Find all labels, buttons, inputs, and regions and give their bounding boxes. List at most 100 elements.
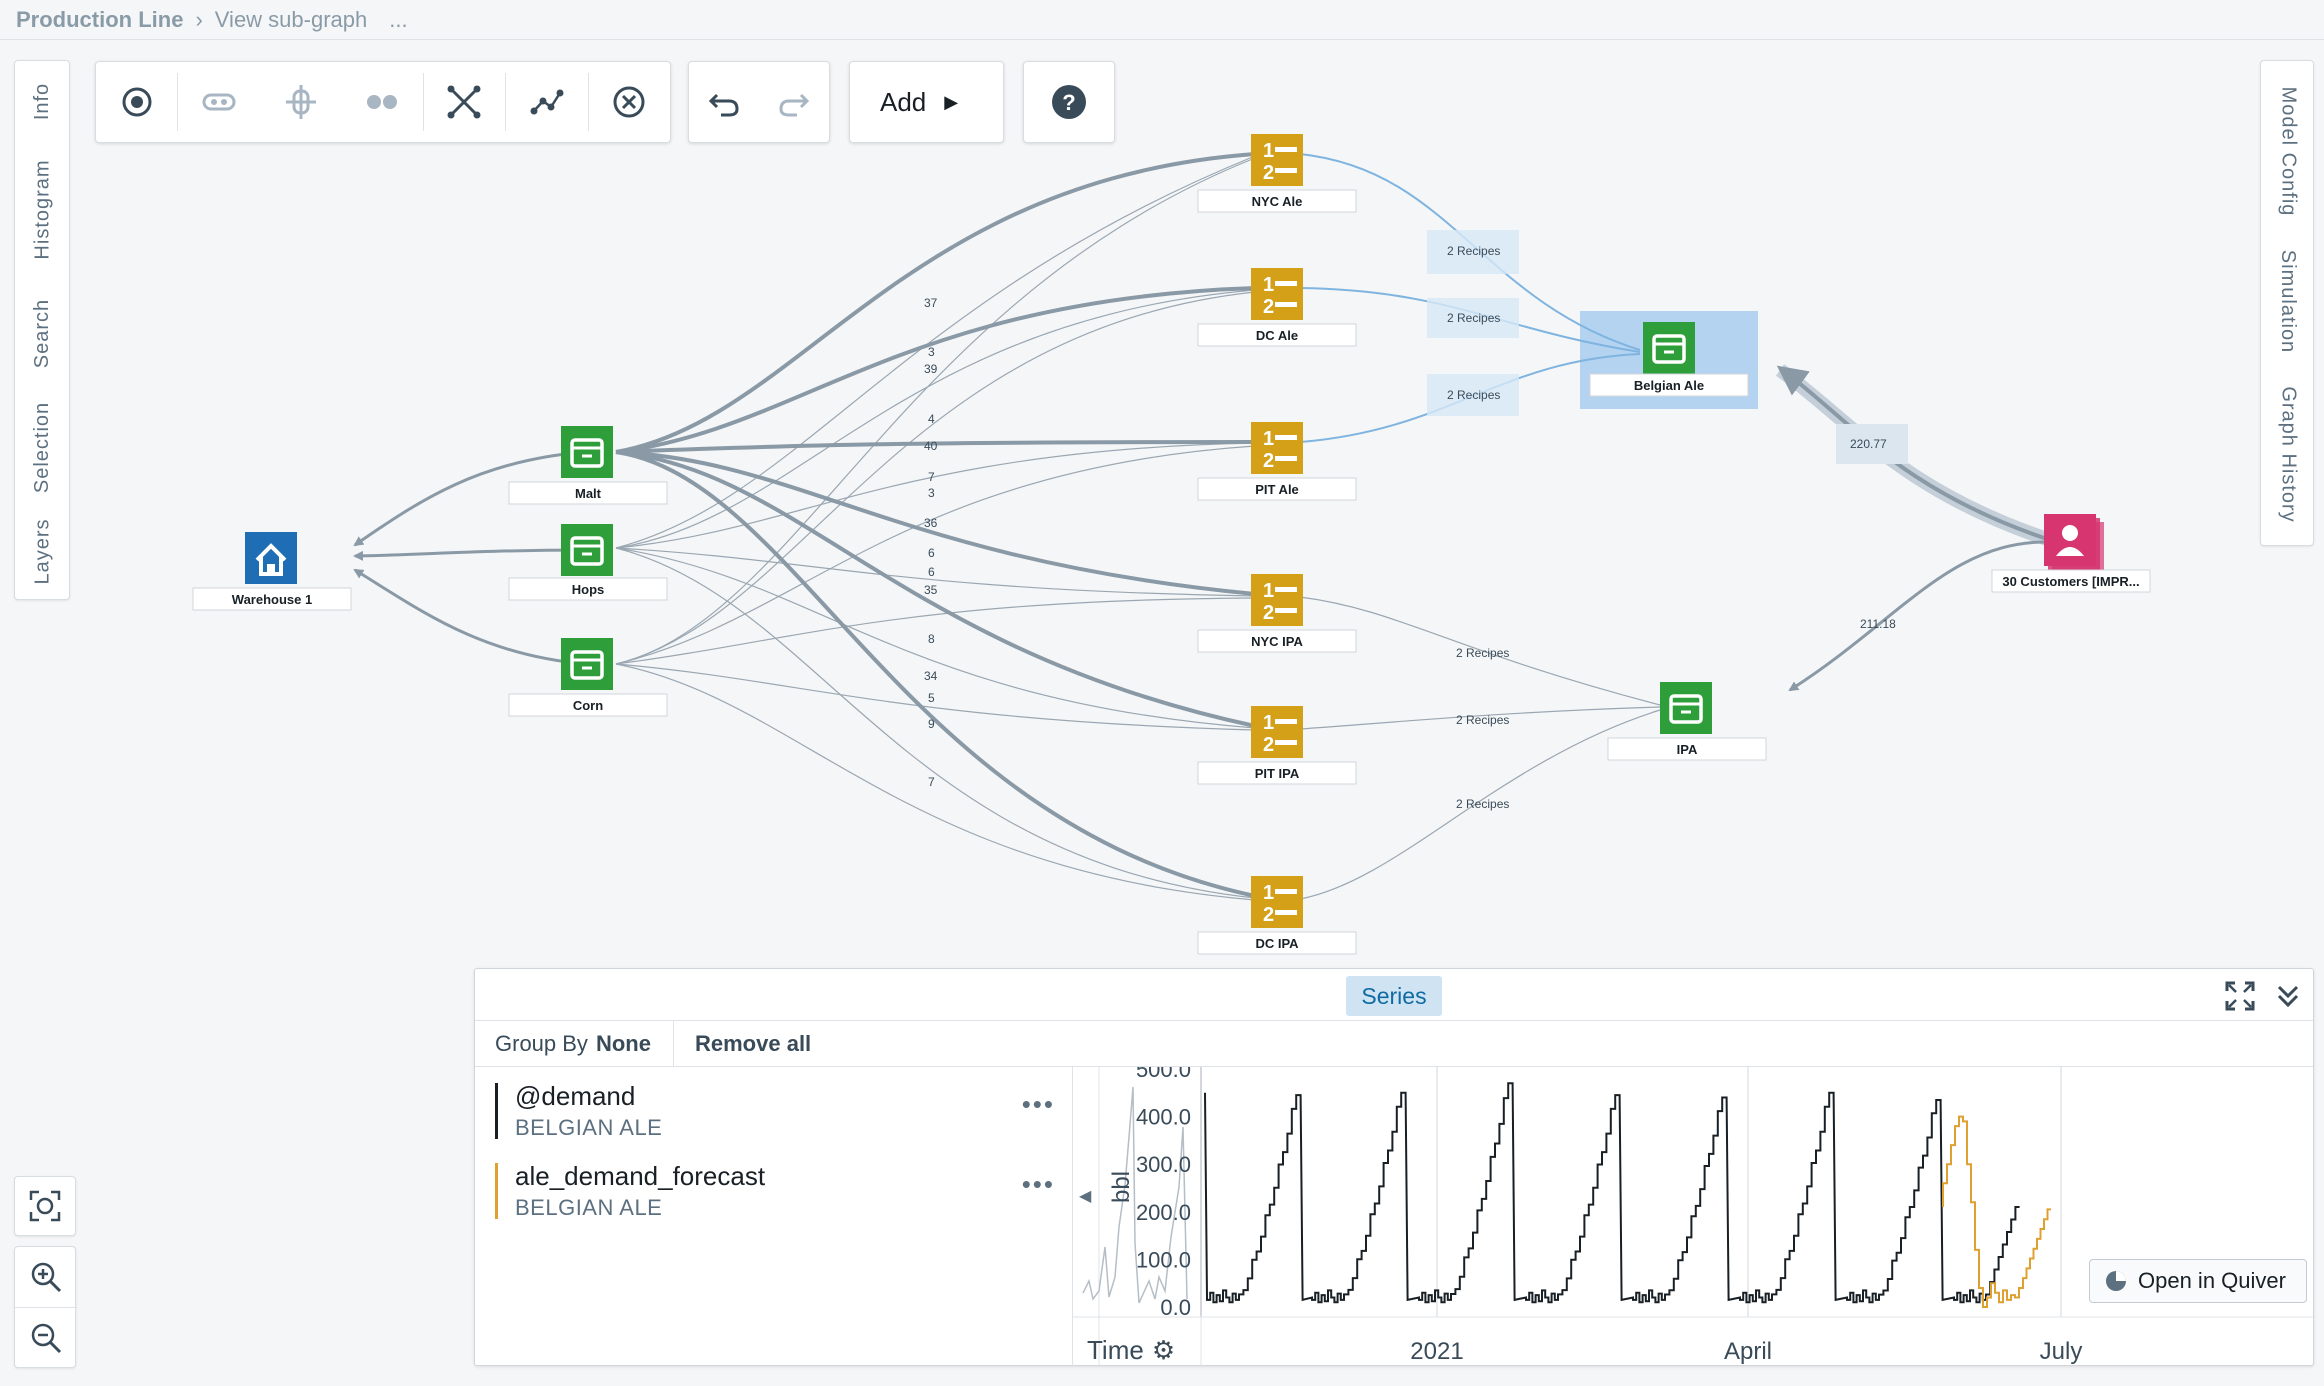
fit-view-button[interactable] [14,1176,76,1236]
belgian-to-customer-glow [1775,364,2053,547]
gear-icon: ⚙ [1151,1335,1176,1365]
zoom-in-icon [31,1262,62,1293]
y-axis-label: bbl [1108,1171,1135,1203]
open-in-quiver-button[interactable]: Open in Quiver [2089,1259,2307,1303]
split-icon [285,85,316,119]
expand-button[interactable] [424,61,505,143]
select-node-button[interactable] [96,61,177,143]
undo-icon [708,93,739,117]
zoom-in-button[interactable] [15,1247,77,1307]
tab-series[interactable]: Series [1346,976,1442,1016]
box-icon [1669,694,1703,724]
y-tick-label: 100.0 [1136,1247,1191,1272]
node-customers[interactable]: 30 Customers [IMPR... [1991,514,2151,593]
series-name: @demand [515,1081,636,1111]
help-button[interactable]: ? [1024,61,1114,143]
svg-text:2: 2 [1263,904,1274,926]
node-label: Malt [575,486,602,501]
double-chevron-down-icon[interactable] [2273,981,2303,1011]
svg-text:2: 2 [1263,162,1274,184]
recipe-label: 2 Recipes [1456,646,1509,660]
dots-button[interactable] [341,61,422,143]
maximize-icon[interactable] [2225,981,2255,1011]
series-color-bar [495,1083,498,1139]
node-label: Corn [573,698,603,713]
edge-number: 7 [928,470,935,484]
remove-all-button[interactable]: Remove all [695,1031,812,1056]
edge-labels: 2 Recipes 2 Recipes 2 Recipes 2 Recipes … [924,244,1896,811]
node-label: IPA [1677,742,1698,757]
node-malt[interactable]: Malt [508,426,668,505]
breadcrumb-root[interactable]: Production Line [16,6,184,32]
expand-icon [447,85,481,119]
node-ipa[interactable]: IPA [1607,682,1767,761]
series-subtitle: BELGIAN ALE [515,1115,663,1140]
ipa-to-customer-edge [1788,540,2051,692]
more-icon[interactable]: ••• [1021,1089,1055,1119]
zoom-out-button[interactable] [15,1308,77,1368]
edge-number: 40 [924,439,938,453]
recipe-label: 2 Recipes [1447,311,1500,325]
group-by-label: Group By [495,1031,588,1056]
malt-edges [615,152,1256,898]
left-side-tabs: Info Histogram Search Selection Layers [14,60,70,600]
edge-number: 4 [928,412,935,426]
node-label: PIT IPA [1255,766,1300,781]
edge-number: 39 [924,362,938,376]
split-button[interactable] [260,61,341,143]
node-label: Belgian Ale [1634,378,1704,393]
breadcrumb-more[interactable]: ... [389,6,408,32]
node-label: 30 Customers [IMPR... [2002,574,2139,589]
node-hops[interactable]: Hops [508,524,668,601]
redo-button[interactable] [759,61,829,143]
edge-number: 5 [928,691,935,705]
add-button[interactable]: Add ▶ [850,61,988,143]
edge-number: 36 [924,516,938,530]
recipe-label-boxes [1427,230,1519,416]
breadcrumb-current[interactable]: View sub-graph [214,6,368,32]
link-icon [202,93,236,111]
graph-canvas[interactable]: 2 Recipes 2 Recipes 2 Recipes 2 Recipes … [0,40,2324,960]
box-icon [1652,334,1686,364]
series-item[interactable]: @demand BELGIAN ALE ••• [495,1081,1055,1141]
edge-value-label: 220.77 [1850,437,1887,451]
series-item[interactable]: ale_demand_forecast BELGIAN ALE ••• [495,1161,1055,1221]
person-icon [2062,525,2078,541]
scatter-button[interactable] [506,61,587,143]
edge-number: 34 [924,669,938,683]
svg-text:2: 2 [1263,450,1274,472]
edge-value-label: 211.18 [1860,617,1896,631]
node-label: DC Ale [1256,328,1298,343]
node-corn[interactable]: Corn [508,638,668,717]
undo-button[interactable] [689,61,759,143]
help-icon: ? [1052,85,1086,119]
add-group: Add ▶ [849,61,1004,143]
link-button[interactable] [178,61,259,143]
more-icon[interactable]: ••• [1021,1169,1055,1199]
time-axis-control[interactable]: Time ⚙ [1087,1335,1175,1366]
remove-icon [613,86,645,118]
scatter-icon [530,89,564,115]
edge-number: 9 [928,717,935,731]
remove-button[interactable] [589,61,670,143]
recipe-label: 2 Recipes [1456,713,1509,727]
graph-tools-group [95,61,671,143]
x-tick-label: April [1724,1338,1772,1365]
context-series [1082,1086,1188,1304]
y-tick-label: 0.0 [1160,1295,1191,1320]
svg-text:2: 2 [1263,296,1274,318]
node-belgian-ale[interactable]: Belgian Ale [1589,322,1749,397]
box-icon [570,536,604,566]
series-demand-line [1204,1082,2020,1304]
y-tick-label: 500.0 [1136,1067,1191,1082]
node-warehouse[interactable]: Warehouse 1 [192,532,352,611]
